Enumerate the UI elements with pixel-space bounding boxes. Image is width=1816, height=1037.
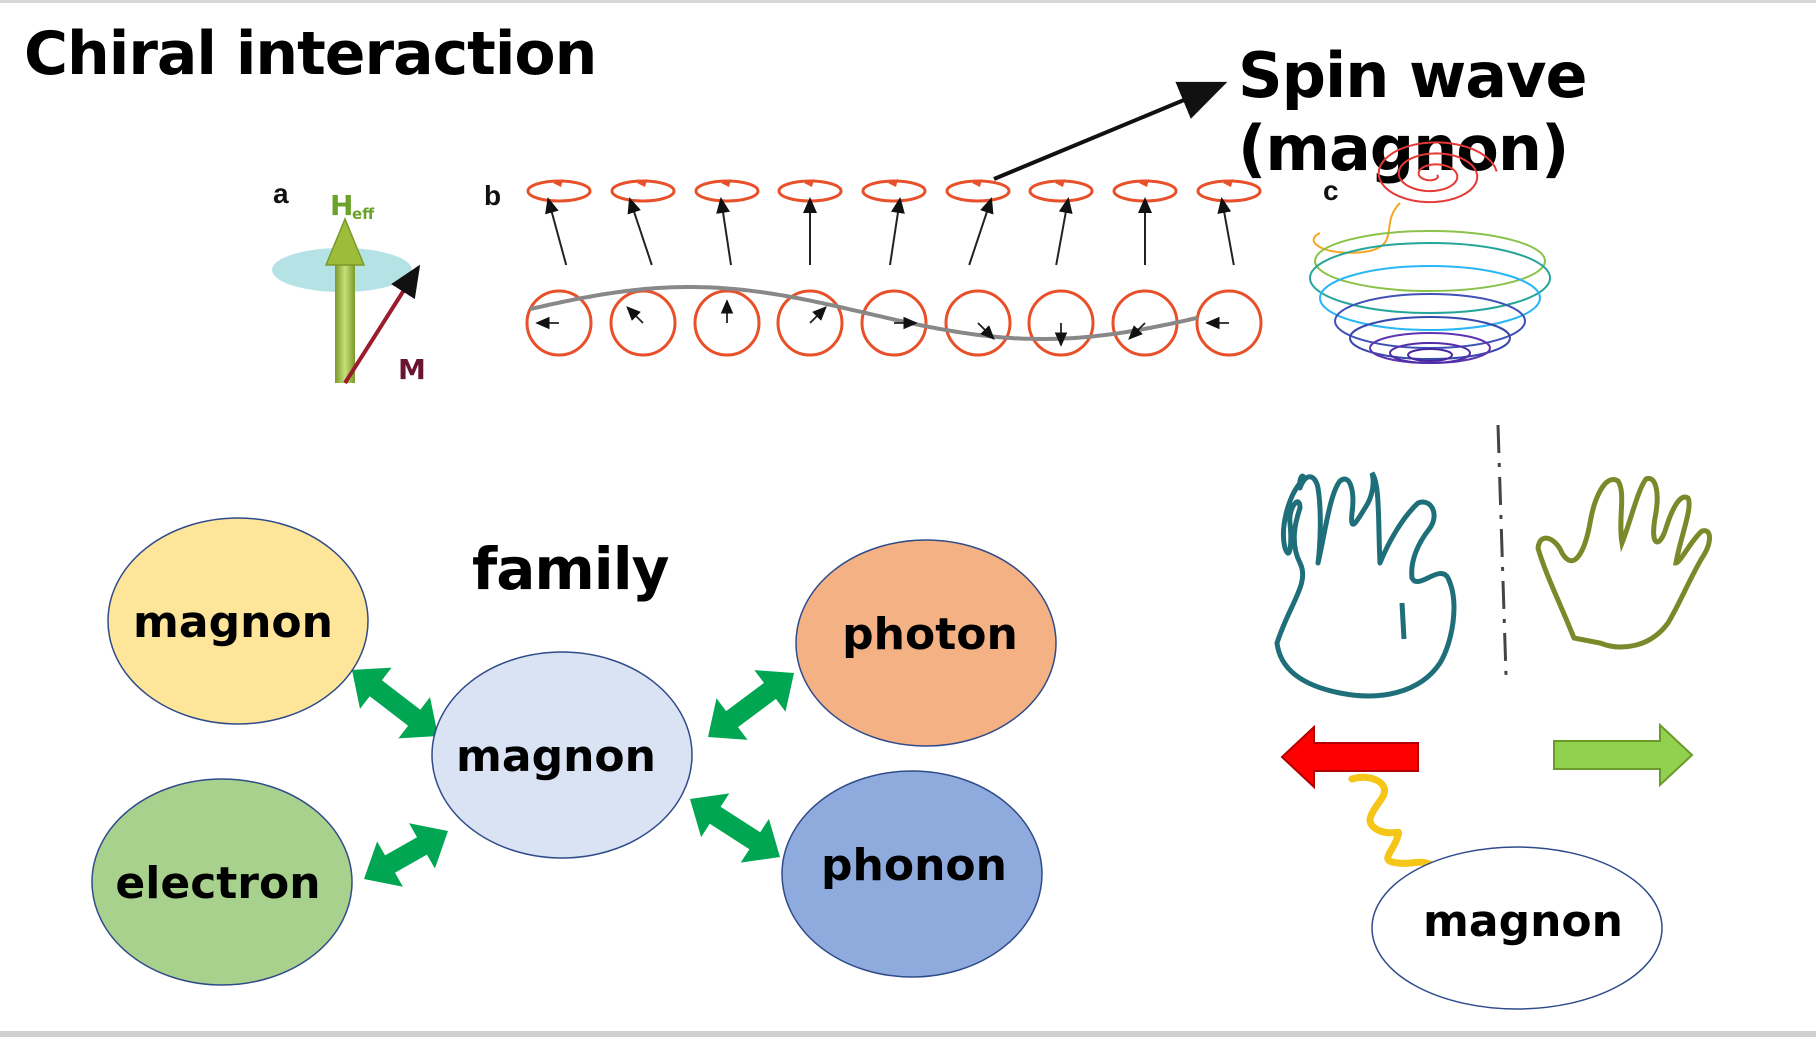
spin-vector-6 xyxy=(1055,197,1073,266)
orbit-arrow-1 xyxy=(637,179,647,187)
node-phonon xyxy=(781,770,1043,978)
spin-vector-1 xyxy=(627,197,653,266)
orbit-arrow-2 xyxy=(721,179,731,187)
family-label: family xyxy=(472,535,669,603)
field-label: H xyxy=(330,189,353,222)
node-photon-label: photon xyxy=(842,609,1018,660)
spiral-loop-7 xyxy=(1407,348,1453,362)
node-electron-label: electron xyxy=(115,858,320,909)
link-arrow-3 xyxy=(690,793,780,863)
spiral-loop-3 xyxy=(1334,293,1526,349)
phase-vector-1 xyxy=(626,306,644,324)
left-red-arrow xyxy=(1280,724,1419,790)
interaction-squiggle xyxy=(1348,773,1436,869)
bottom-circle-8 xyxy=(1195,289,1263,357)
node-magnon-right xyxy=(1371,846,1663,1010)
spiral-loop-6 xyxy=(1389,342,1471,364)
slide-title: Chiral interaction xyxy=(24,19,597,89)
phase-vector-5 xyxy=(977,322,995,340)
mirror-line xyxy=(1496,424,1508,676)
spin-wave-label: Spin wave (magnon) xyxy=(1238,39,1588,185)
node-magnon-top-label: magnon xyxy=(133,597,333,648)
spin-vector-0 xyxy=(545,197,568,266)
node-electron xyxy=(91,778,353,986)
panel-b-spin-chain xyxy=(525,179,1263,357)
panel-letter-a: a xyxy=(273,178,289,209)
bottom-circle-6 xyxy=(1027,289,1095,357)
bottom-circle-4 xyxy=(860,289,928,357)
bottom-circle-0 xyxy=(525,289,593,357)
orbit-arrow-3 xyxy=(804,179,814,187)
field-arrowhead xyxy=(324,217,366,266)
node-magnon-center-label: magnon xyxy=(456,731,656,782)
spiral-top xyxy=(1377,141,1498,204)
link-arrow-2 xyxy=(708,670,794,740)
bottom-circle-5 xyxy=(944,289,1012,357)
node-photon xyxy=(795,539,1057,747)
diagram-canvas: H eff M magnon magnon elect xyxy=(91,81,1712,1010)
orbit-arrow-5 xyxy=(972,179,982,187)
link-arrow-0 xyxy=(352,667,438,739)
spiral-loop-0 xyxy=(1314,230,1546,292)
right-green-arrow xyxy=(1553,722,1694,788)
panel-letter-c: c xyxy=(1323,175,1339,206)
panel-c-spiral xyxy=(1309,141,1551,364)
orbit-arrow-6 xyxy=(1055,179,1065,187)
orbit-arrow-8 xyxy=(1223,179,1233,187)
spiral-tail xyxy=(1312,202,1401,254)
pointer-arrow xyxy=(993,81,1228,181)
chirality-hands xyxy=(1274,424,1712,699)
magnetization-vector xyxy=(343,264,421,385)
magnetization-label: M xyxy=(398,353,426,386)
field-shaft xyxy=(335,258,355,383)
wave-line xyxy=(529,285,1199,341)
family-links xyxy=(352,667,794,887)
bottom-circle-2 xyxy=(693,289,761,357)
phase-vector-7 xyxy=(1128,322,1146,340)
spin-vector-2 xyxy=(716,197,732,266)
orbit-arrow-4 xyxy=(888,179,898,187)
bottom-circle-3 xyxy=(776,289,844,357)
family-nodes: magnon magnon electron photon phonon mag… xyxy=(91,517,1663,1010)
orbit-arrow-0 xyxy=(553,179,563,187)
spiral-loop-2 xyxy=(1319,265,1541,331)
link-arrow-1 xyxy=(364,823,448,887)
panel-letter-b: b xyxy=(484,180,502,211)
spin-vector-8 xyxy=(1217,197,1235,266)
left-hand-finger-line xyxy=(1399,602,1407,640)
node-magnon-center xyxy=(431,651,693,859)
node-magnon-right-label: magnon xyxy=(1423,896,1623,947)
spin-vector-4 xyxy=(889,197,905,266)
panel-a-precession: H eff M xyxy=(272,189,426,386)
node-phonon-label: phonon xyxy=(821,840,1007,891)
spiral-loop-1 xyxy=(1309,242,1551,314)
spiral-loop-4 xyxy=(1349,316,1511,360)
right-hand-icon xyxy=(1535,476,1712,650)
field-subscript: eff xyxy=(352,205,375,223)
spin-vector-5 xyxy=(968,197,994,266)
orbit-arrow-7 xyxy=(1139,179,1149,187)
left-hand-icon xyxy=(1274,471,1457,699)
phase-vector-3 xyxy=(809,306,827,324)
node-magnon-top xyxy=(107,517,369,725)
